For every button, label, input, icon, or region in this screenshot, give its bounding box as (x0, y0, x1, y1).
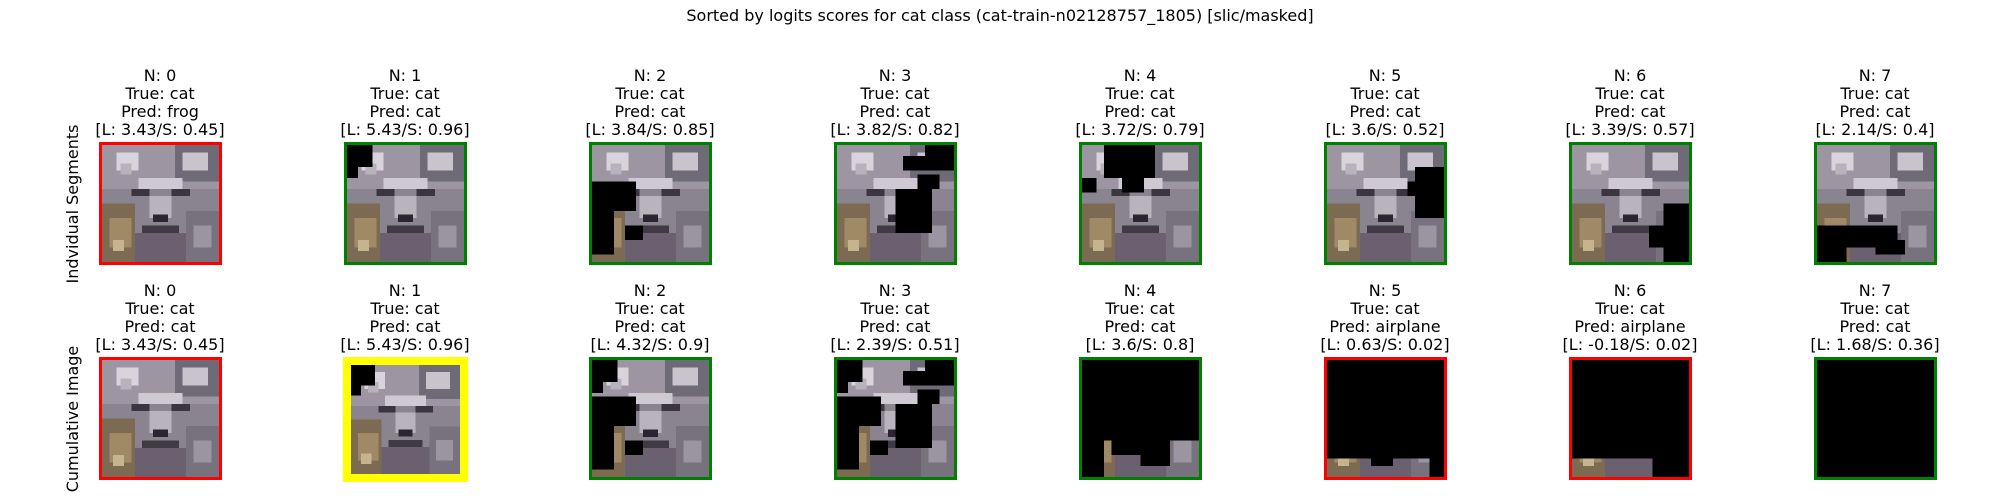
panel-caption-score: [L: 5.43/S: 0.96] (340, 335, 470, 354)
panel-caption-pred: Pred: cat (1349, 102, 1421, 121)
panel-caption-pred: Pred: cat (614, 102, 686, 121)
panel-caption-score: [L: 3.82/S: 0.82] (830, 120, 960, 139)
panel-caption-score: [L: 5.43/S: 0.96] (340, 120, 470, 139)
cat-thumbnail (1323, 142, 1447, 265)
panel-caption-score: [L: 0.63/S: 0.02] (1320, 335, 1450, 354)
panel-caption-truth: True: cat (860, 299, 930, 318)
panel-caption-pred: Pred: cat (1594, 102, 1666, 121)
panel-caption-score: [L: 3.6/S: 0.8] (1085, 335, 1195, 354)
cat-thumbnail (1078, 142, 1202, 265)
panel-caption-truth: True: cat (370, 299, 440, 318)
cat-thumbnail (1078, 357, 1202, 480)
figure-title: Sorted by logits scores for cat class (c… (686, 6, 1314, 25)
panel-caption-pred: Pred: cat (124, 317, 196, 336)
panel-caption-n: N: 6 (1613, 281, 1647, 300)
cat-thumbnail (588, 357, 712, 480)
cat-thumbnail (98, 142, 222, 265)
panel-caption-truth: True: cat (615, 299, 685, 318)
panel-caption-score: [L: 3.39/S: 0.57] (1565, 120, 1695, 139)
panel-caption-truth: True: cat (1350, 299, 1420, 318)
panel-caption-pred: Pred: airplane (1574, 317, 1686, 336)
panel-caption-n: N: 5 (1368, 281, 1402, 300)
panel-caption-n: N: 1 (388, 66, 422, 85)
cat-thumbnail (98, 357, 222, 480)
panel-caption-pred: Pred: cat (614, 317, 686, 336)
panel-caption-truth: True: cat (1105, 299, 1175, 318)
panel-caption-pred: Pred: cat (1104, 317, 1176, 336)
cat-thumbnail (1568, 142, 1692, 265)
panel-caption-score: [L: -0.18/S: 0.02] (1562, 335, 1698, 354)
panel-caption-truth: True: cat (1595, 84, 1665, 103)
cat-thumbnail (343, 142, 467, 265)
panel-caption-pred: Pred: cat (859, 102, 931, 121)
panel-caption-truth: True: cat (125, 84, 195, 103)
panel-caption-pred: Pred: cat (859, 317, 931, 336)
panel-caption-truth: True: cat (1595, 299, 1665, 318)
panel-caption-n: N: 2 (633, 281, 667, 300)
panel-caption-score: [L: 3.6/S: 0.52] (1325, 120, 1445, 139)
cat-thumbnail (1813, 142, 1937, 265)
panel-caption-score: [L: 3.84/S: 0.85] (585, 120, 715, 139)
panel-caption-pred: Pred: airplane (1329, 317, 1441, 336)
panel-caption-score: [L: 4.32/S: 0.9] (590, 335, 710, 354)
panel-caption-truth: True: cat (1840, 84, 1910, 103)
panel-caption-truth: True: cat (1105, 84, 1175, 103)
panel-caption-score: [L: 3.43/S: 0.45] (95, 120, 225, 139)
cat-thumbnail (1813, 357, 1937, 480)
panel-caption-n: N: 5 (1368, 66, 1402, 85)
panel-caption-truth: True: cat (860, 84, 930, 103)
panel-caption-n: N: 4 (1123, 281, 1157, 300)
panel-caption-pred: Pred: cat (369, 317, 441, 336)
cat-thumbnail (1323, 357, 1447, 480)
panel-caption-n: N: 1 (388, 281, 422, 300)
panel-caption-score: [L: 3.43/S: 0.45] (95, 335, 225, 354)
panel-caption-n: N: 3 (878, 66, 912, 85)
panel-caption-n: N: 4 (1123, 66, 1157, 85)
panel-caption-n: N: 3 (878, 281, 912, 300)
cat-thumbnail (588, 142, 712, 265)
panel-caption-n: N: 6 (1613, 66, 1647, 85)
panel-caption-n: N: 0 (143, 281, 177, 300)
panel-caption-score: [L: 1.68/S: 0.36] (1810, 335, 1940, 354)
panel-caption-truth: True: cat (1350, 84, 1420, 103)
cat-thumbnail (833, 357, 957, 480)
panel-caption-n: N: 7 (1858, 281, 1892, 300)
panel-caption-n: N: 2 (633, 66, 667, 85)
panel-caption-truth: True: cat (125, 299, 195, 318)
panel-caption-truth: True: cat (370, 84, 440, 103)
panel-caption-truth: True: cat (615, 84, 685, 103)
panel-caption-n: N: 7 (1858, 66, 1892, 85)
panel-caption-pred: Pred: frog (121, 102, 199, 121)
cat-thumbnail (833, 142, 957, 265)
cat-thumbnail (1568, 357, 1692, 480)
panel-caption-score: [L: 3.72/S: 0.79] (1075, 120, 1205, 139)
cat-thumbnail (342, 357, 468, 482)
panel-caption-score: [L: 2.39/S: 0.51] (830, 335, 960, 354)
panel-caption-score: [L: 2.14/S: 0.4] (1815, 120, 1935, 139)
panel-caption-pred: Pred: cat (1839, 102, 1911, 121)
panel-caption-pred: Pred: cat (1839, 317, 1911, 336)
panel-caption-pred: Pred: cat (1104, 102, 1176, 121)
panel-caption-pred: Pred: cat (369, 102, 441, 121)
panel-caption-n: N: 0 (143, 66, 177, 85)
panel-caption-truth: True: cat (1840, 299, 1910, 318)
